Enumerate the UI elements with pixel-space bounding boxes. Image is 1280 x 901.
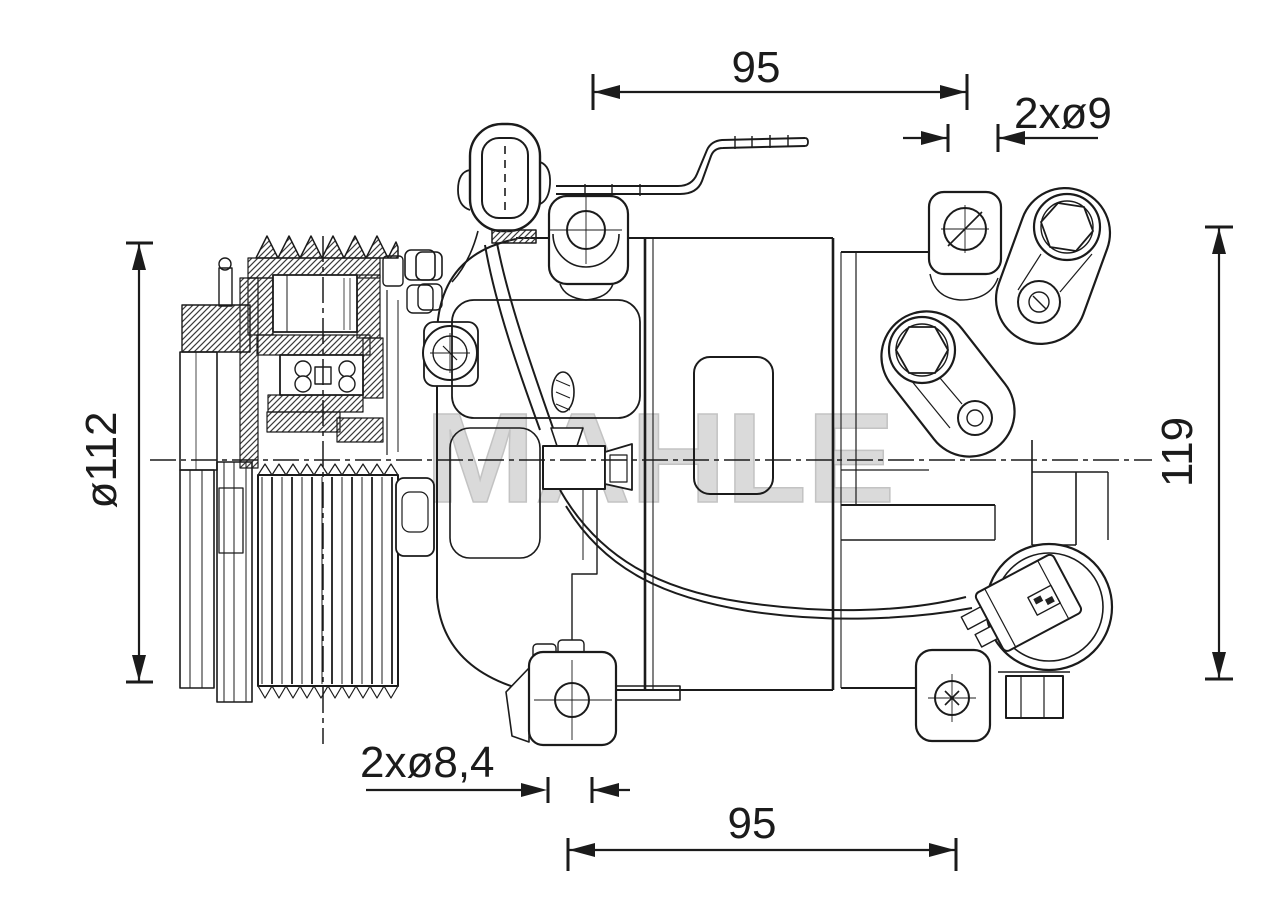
top-bracket (556, 135, 809, 196)
dimension-height: 119 (1153, 225, 1233, 681)
lower-port-flange (880, 310, 1016, 458)
dimension-top-holes: 2xø9 (903, 89, 1112, 152)
control-valve-connector (960, 542, 1114, 719)
centerlines (150, 236, 1152, 744)
dim-top-width-label: 95 (732, 43, 781, 92)
dimension-bottom-width: 95 (566, 799, 958, 871)
dim-top-holes-label: 2xø9 (1014, 89, 1112, 138)
dim-bottom-width-label: 95 (728, 799, 777, 848)
upper-port-flange (994, 187, 1112, 345)
rear-head (841, 251, 1109, 689)
top-center-lug (547, 194, 630, 301)
front-housing (395, 238, 521, 690)
dimension-top-width: 95 (591, 43, 969, 110)
dim-pulley-diameter-label: ø112 (77, 411, 126, 508)
wire-harness (484, 242, 973, 620)
dim-bottom-holes-label: 2xø8,4 (360, 738, 495, 787)
bottom-right-lug (914, 648, 992, 743)
center-fitting (542, 371, 633, 491)
watermark-text: MAHLE (425, 387, 895, 530)
dim-height-label: 119 (1153, 417, 1202, 487)
top-right-lug (927, 190, 1003, 276)
pulley-clutch-assembly (179, 235, 436, 703)
dimension-pulley-diameter: ø112 (77, 241, 153, 684)
bottom-center-lug (505, 639, 618, 747)
clutch-connector-plug (451, 122, 551, 283)
dimension-bottom-holes: 2xø8,4 (360, 738, 630, 803)
